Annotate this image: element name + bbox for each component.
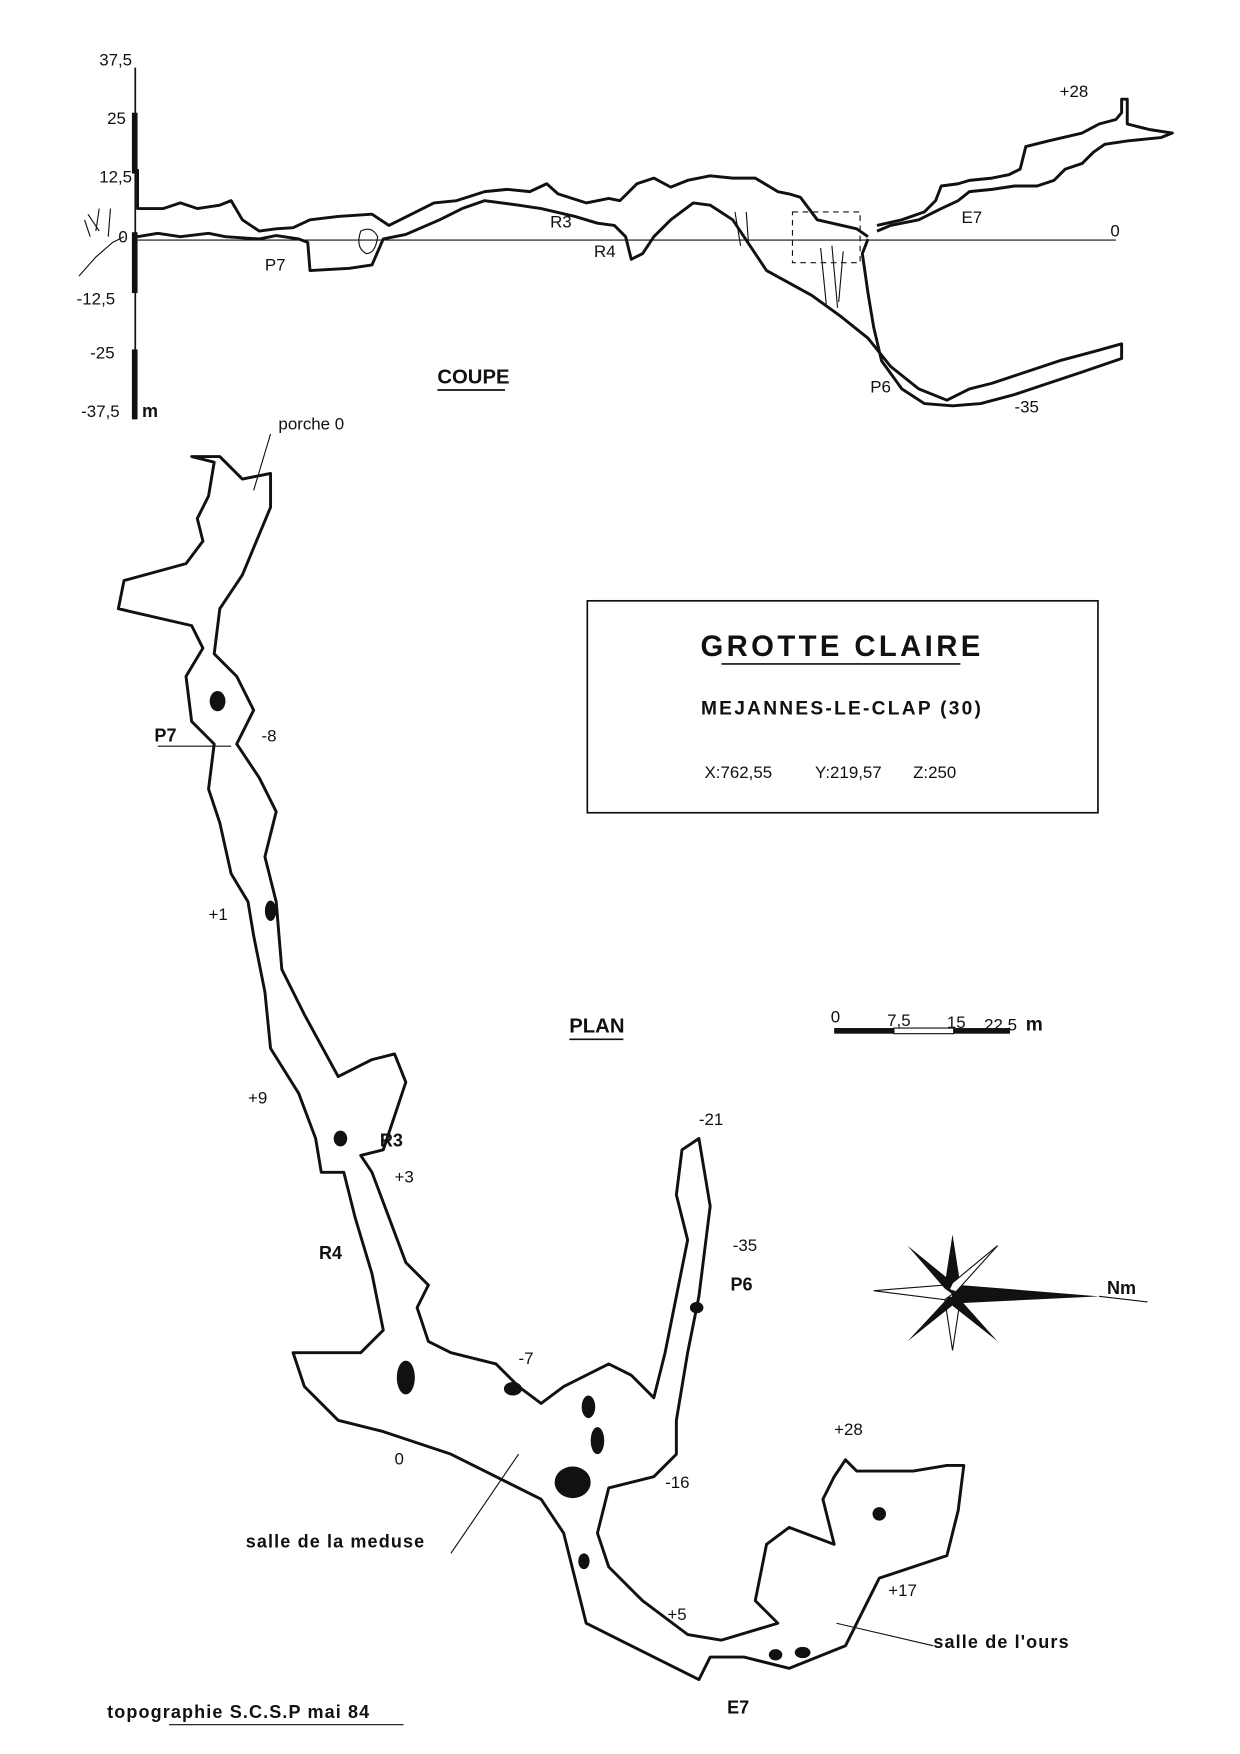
label-minus7: -7	[519, 1349, 534, 1368]
scale-tick: 7,5	[887, 1011, 910, 1030]
label-zero: 0	[395, 1449, 404, 1468]
boulder-icon	[503, 1382, 522, 1396]
axis-tick-label: 12,5	[99, 168, 132, 187]
label-p6: P6	[870, 377, 891, 396]
north-axis	[1099, 1295, 1148, 1303]
label-e7: E7	[962, 208, 983, 227]
label-plus1: +1	[209, 905, 228, 924]
north-compass-rose: Nm	[873, 1234, 1148, 1351]
label-salle-meduse: salle de la meduse	[246, 1532, 426, 1552]
compass-point	[907, 1296, 956, 1342]
label-plus17: +17	[888, 1581, 917, 1600]
scale-segment	[131, 232, 138, 294]
label-r4: R4	[319, 1243, 342, 1263]
leader-line	[253, 433, 272, 491]
north-arrow-icon	[952, 1285, 1100, 1304]
section-heading: COUPE	[437, 366, 509, 388]
compass-point	[907, 1245, 956, 1295]
north-label: Nm	[1107, 1278, 1136, 1298]
axis-tick-label: -12,5	[77, 289, 116, 308]
axis-tick-label: 37,5	[99, 50, 132, 69]
boulder-icon	[872, 1507, 887, 1521]
projected-gallery-outline	[791, 211, 861, 264]
label-plus28: +28	[834, 1420, 863, 1439]
boulders	[209, 691, 887, 1661]
cave-plan-outline	[116, 455, 966, 1682]
label-minus21: -21	[699, 1110, 723, 1129]
vegetation-icon	[78, 208, 125, 277]
compass-point	[948, 1245, 999, 1293]
boulder-icon	[209, 691, 226, 712]
scale-tick: 22,5	[984, 1015, 1017, 1034]
label-datum-zero: 0	[1110, 222, 1119, 241]
title-frame	[586, 599, 1099, 814]
plan-heading: PLAN	[569, 1016, 624, 1038]
label-r4: R4	[594, 242, 616, 261]
boulder-icon	[333, 1130, 348, 1147]
compass-point	[949, 1294, 998, 1342]
label-p7: P7	[265, 256, 286, 275]
label-plus5: +5	[667, 1605, 686, 1624]
label-plus3: +3	[395, 1167, 414, 1186]
scale-unit: m	[1026, 1014, 1043, 1035]
scale-tick: 0	[831, 1007, 840, 1026]
label-r3: R3	[550, 213, 572, 232]
coordinate-x: X:762,55	[705, 763, 773, 782]
survey-credit: topographie S.C.S.P mai 84	[107, 1702, 370, 1722]
title-block: GROTTE CLAIRE MEJANNES-LE-CLAP (30) X:76…	[586, 599, 1099, 814]
boulder-icon	[794, 1646, 811, 1659]
boulder-icon	[689, 1301, 704, 1314]
boulder-icon	[590, 1427, 605, 1455]
cave-title: GROTTE CLAIRE	[700, 630, 983, 663]
compass-point	[873, 1284, 954, 1301]
section-floor-wall	[137, 199, 1124, 408]
axis-unit: m	[142, 401, 158, 421]
boulder-icon	[554, 1466, 591, 1499]
boulder-icon	[358, 228, 379, 255]
scale-tick: 15	[947, 1013, 966, 1032]
label-minus8: -8	[262, 727, 277, 746]
label-e7: E7	[727, 1697, 749, 1717]
scale-bar: 0 7,5 15 22,5 m	[831, 1007, 1043, 1035]
axis-tick-label: -25	[90, 343, 114, 362]
boulder-icon	[768, 1649, 783, 1661]
label-p6: P6	[730, 1275, 752, 1295]
scale-segment	[834, 1028, 894, 1034]
label-p7: P7	[154, 726, 176, 746]
boulder-icon	[581, 1395, 596, 1419]
boulder-icon	[578, 1553, 590, 1570]
boulder-icon	[264, 900, 277, 921]
commune-name: MEJANNES-LE-CLAP (30)	[701, 699, 983, 720]
label-porche: porche 0	[278, 414, 344, 433]
label-r3: R3	[380, 1130, 403, 1150]
label-minus35: -35	[1015, 398, 1039, 417]
axis-tick-label: 25	[107, 109, 126, 128]
axis-tick-label: -37,5	[81, 402, 120, 421]
label-minus35: -35	[733, 1236, 757, 1255]
section-ceiling-wall	[136, 169, 869, 238]
plan-view: PLAN 0 7,5 15 22,5 m Nm	[107, 414, 1148, 1726]
label-plus28: +28	[1060, 82, 1089, 101]
leader-line	[450, 1453, 520, 1554]
flowstone-hatching	[734, 211, 844, 308]
coordinate-y: Y:219,57	[815, 763, 882, 782]
label-minus16: -16	[665, 1473, 689, 1492]
scale-segment	[131, 349, 138, 420]
label-plus9: +9	[248, 1089, 267, 1108]
coordinate-z: Z:250	[913, 763, 956, 782]
section-view: 37,5 25 12,5 0 -12,5 -25 -37,5 m P7 R3 R…	[77, 50, 1174, 421]
boulder-icon	[396, 1360, 415, 1395]
scale-segment	[131, 112, 138, 174]
scale-segment	[953, 1028, 1011, 1034]
leader-line	[836, 1622, 934, 1647]
label-salle-ours: salle de l'ours	[933, 1632, 1069, 1652]
section-upper-branch-wall	[876, 97, 1174, 233]
